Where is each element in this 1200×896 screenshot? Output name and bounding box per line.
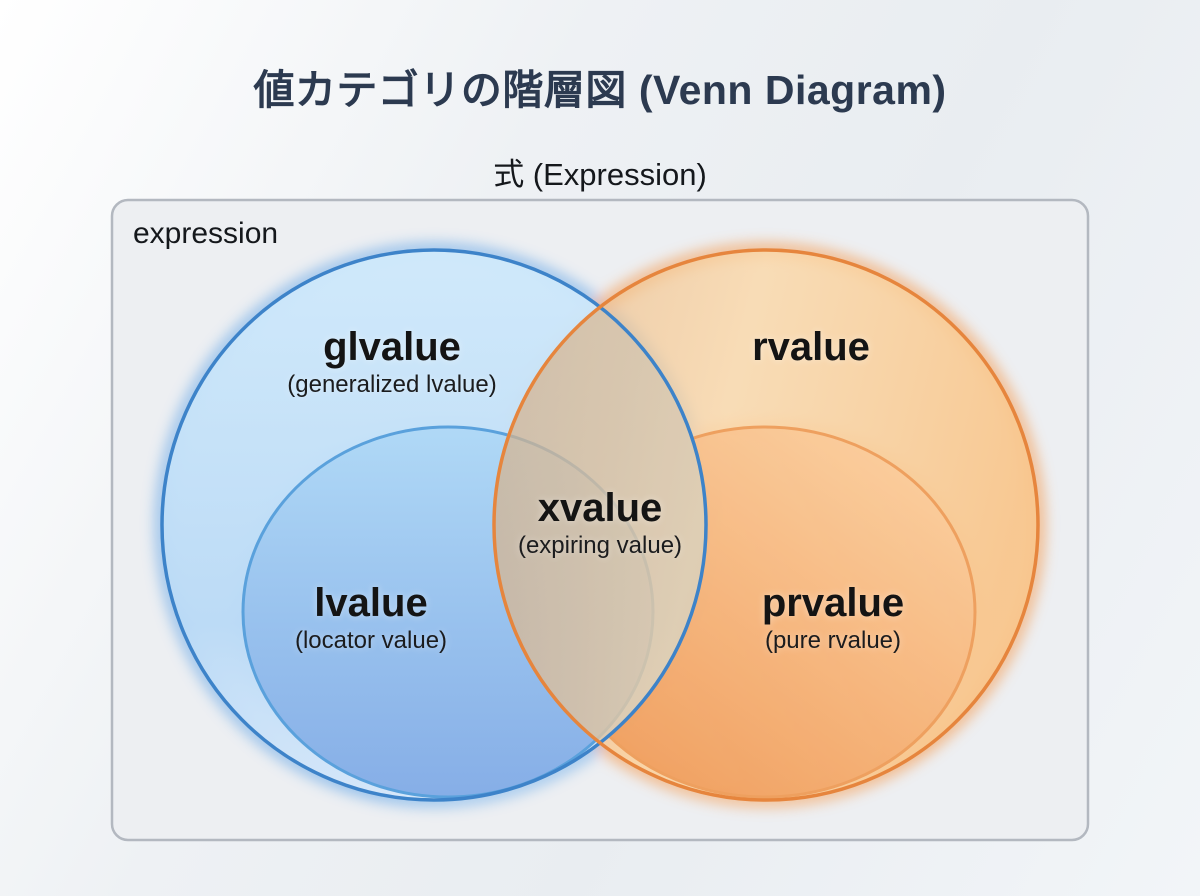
lvalue-label-group: lvalue (locator value) xyxy=(295,580,447,656)
xvalue-label: xvalue xyxy=(537,486,663,530)
prvalue-label-group: prvalue (pure rvalue) xyxy=(762,580,904,656)
rvalue-label-group: rvalue xyxy=(752,324,870,370)
xvalue-sublabel: (expiring value) xyxy=(517,532,683,559)
glvalue-sublabel: (generalized lvalue) xyxy=(287,371,497,398)
expression-region-label: expression xyxy=(133,217,279,250)
prvalue-ellipse xyxy=(555,427,975,797)
prvalue-sublabel: (pure rvalue) xyxy=(764,627,902,654)
lvalue-label: lvalue xyxy=(314,581,428,625)
rvalue-label: rvalue xyxy=(752,325,870,369)
xvalue-overlap-tint xyxy=(494,250,706,800)
diagram-subtitle: 式 (Expression) xyxy=(493,157,707,192)
glvalue-label-group: glvalue (generalized lvalue) xyxy=(287,324,496,400)
page-title: 値カテゴリの階層図 (Venn Diagram) xyxy=(253,67,947,113)
prvalue-outline xyxy=(553,425,977,799)
lvalue-sublabel: (locator value) xyxy=(294,627,448,654)
prvalue-label: prvalue xyxy=(761,581,905,625)
glvalue-outline xyxy=(160,248,708,802)
rvalue-outline xyxy=(492,248,1040,802)
glvalue-label: glvalue xyxy=(323,325,461,369)
xvalue-label-group: xvalue (expiring value) xyxy=(518,485,682,561)
